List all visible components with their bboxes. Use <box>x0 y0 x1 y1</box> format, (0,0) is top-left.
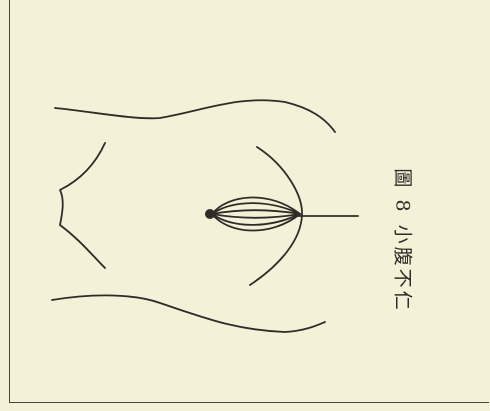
figure-caption: 圖 8 小腹不仁 <box>374 140 434 340</box>
upper-torso-outline <box>55 100 335 132</box>
left-side-outline <box>60 143 105 268</box>
figure-label: 圖 8 <box>391 168 418 214</box>
spindle-center-line-2 <box>212 214 300 218</box>
lower-torso-outline <box>52 295 325 332</box>
spindle-center-line <box>212 210 300 214</box>
figure-title: 小腹不仁 <box>391 224 418 312</box>
navel-dot <box>205 209 215 219</box>
